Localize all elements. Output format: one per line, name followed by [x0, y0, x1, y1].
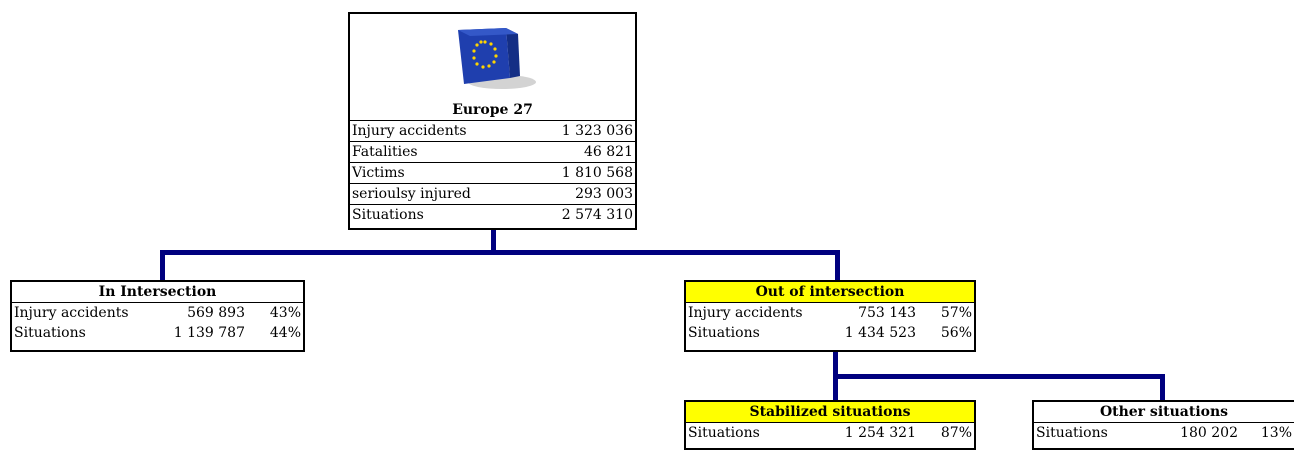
row-value: 1 139 787 — [173, 325, 245, 341]
root-row: Injury accidents 1 323 036 — [350, 121, 635, 141]
node-row: Situations 1 139 787 44% — [12, 323, 303, 343]
row-label: Injury accidents — [352, 123, 467, 139]
row-value: 1 254 321 — [844, 425, 916, 441]
node-in-intersection: In Intersection Injury accidents 569 893… — [10, 280, 305, 352]
row-percent: 57% — [940, 305, 972, 321]
node-row: Situations 180 202 13% — [1034, 423, 1294, 443]
node-row: Situations 1 434 523 56% — [686, 323, 974, 343]
row-label: Victims — [352, 165, 405, 181]
root-table: Injury accidents 1 323 036 Fatalities 46… — [350, 120, 635, 225]
root-row: serioulsy injured 293 003 — [350, 183, 635, 204]
connector-out-to-level2 — [833, 350, 838, 380]
row-label: Situations — [352, 207, 424, 223]
row-percent: 13% — [1260, 425, 1292, 441]
row-label: Situations — [14, 325, 86, 341]
row-label: Injury accidents — [688, 305, 803, 321]
connector-out-intersection-down — [835, 250, 840, 280]
root-row: Fatalities 46 821 — [350, 141, 635, 162]
row-label: Fatalities — [352, 144, 418, 160]
row-percent: 87% — [940, 425, 972, 441]
connector-other-down — [1160, 374, 1165, 400]
row-value: 1 434 523 — [844, 325, 916, 341]
row-percent: 44% — [269, 325, 301, 341]
node-title: In Intersection — [12, 282, 303, 303]
root-node-europe-27: Europe 27 Injury accidents 1 323 036 Fat… — [348, 12, 637, 230]
connector-in-intersection-down — [160, 250, 165, 280]
row-value: 753 143 — [858, 305, 916, 321]
row-value: 1 323 036 — [561, 123, 633, 139]
connector-stabilized-down — [833, 374, 838, 400]
connector-level1-horizontal — [160, 250, 840, 255]
eu-flag-cube-icon — [440, 20, 540, 98]
row-value: 180 202 — [1180, 425, 1238, 441]
row-label: serioulsy injured — [352, 186, 471, 202]
node-title: Other situations — [1034, 402, 1294, 423]
row-value: 293 003 — [575, 186, 633, 202]
row-percent: 43% — [269, 305, 301, 321]
row-value: 1 810 568 — [561, 165, 633, 181]
node-row: Injury accidents 753 143 57% — [686, 303, 974, 323]
root-row: Victims 1 810 568 — [350, 162, 635, 183]
connector-level2-horizontal — [833, 374, 1165, 379]
row-label: Injury accidents — [14, 305, 129, 321]
root-row: Situations 2 574 310 — [350, 204, 635, 225]
row-label: Situations — [688, 325, 760, 341]
node-row: Injury accidents 569 893 43% — [12, 303, 303, 323]
row-value: 2 574 310 — [561, 207, 633, 223]
row-value: 46 821 — [584, 144, 633, 160]
node-row: Situations 1 254 321 87% — [686, 423, 974, 443]
row-label: Situations — [1036, 425, 1108, 441]
node-title: Out of intersection — [686, 282, 974, 303]
node-out-of-intersection: Out of intersection Injury accidents 753… — [684, 280, 976, 352]
row-value: 569 893 — [187, 305, 245, 321]
root-title: Europe 27 — [452, 102, 533, 118]
node-title: Stabilized situations — [686, 402, 974, 423]
node-other-situations: Other situations Situations 180 202 13% — [1032, 400, 1294, 450]
row-label: Situations — [688, 425, 760, 441]
connector-root-down — [491, 229, 496, 254]
row-percent: 56% — [940, 325, 972, 341]
node-stabilized-situations: Stabilized situations Situations 1 254 3… — [684, 400, 976, 450]
